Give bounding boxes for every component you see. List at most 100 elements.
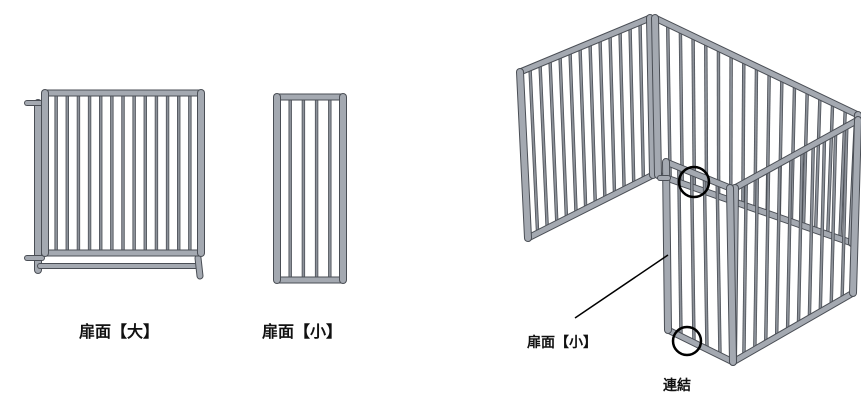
assembly-small-door-panel-top-rail-edge bbox=[662, 158, 734, 192]
assembly-small-door-panel-bar bbox=[677, 167, 682, 337]
assembly-front-right-panel-bar-edge bbox=[774, 163, 782, 337]
assembly-front-right-panel-bar bbox=[830, 132, 837, 306]
assembly-front-right-panel-bar-edge bbox=[764, 169, 771, 344]
assembly-back-right-panel-left-post bbox=[652, 15, 661, 178]
pen-assembly-illustration bbox=[516, 14, 861, 366]
assembly-back-right-panel-bar-edge bbox=[691, 36, 697, 188]
assembly-back-right-panel-bar-edge bbox=[741, 60, 746, 205]
assembly-front-right-panel-left-post bbox=[730, 185, 738, 365]
assembly-back-left-panel-bar bbox=[609, 34, 616, 195]
assembly-back-right-panel-bottom-rail bbox=[655, 172, 855, 246]
assembly-back-right-panel-bar-edge bbox=[704, 42, 709, 193]
assembly-back-left-panel-bar-edge bbox=[598, 38, 607, 200]
small-door-leader-line bbox=[574, 254, 669, 319]
assembly-front-right-panel-bar-edge bbox=[742, 181, 748, 356]
connection-label: 連結 bbox=[663, 378, 691, 394]
assembly-small-door-panel-bar-edge bbox=[702, 177, 709, 350]
assembly-small-door-panel-bottom-rail-edge bbox=[664, 326, 737, 366]
assembly-back-right-panel-top-rail-edge bbox=[651, 14, 861, 119]
assembly-back-right-panel-bar-edge bbox=[777, 78, 784, 218]
assembly-front-right-panel-bar bbox=[841, 126, 848, 300]
assembly-back-left-panel-bar-edge bbox=[548, 59, 559, 224]
assembly-front-right-panel-bar-edge bbox=[829, 132, 838, 306]
assembly-front-right-panel-top-rail-edge bbox=[731, 116, 861, 192]
assembly-front-right-panel-left-post-edge bbox=[729, 184, 739, 366]
assembly-back-right-panel-top-rail bbox=[652, 15, 861, 118]
assembly-back-left-panel-bar-edge bbox=[538, 63, 549, 229]
assembly-back-right-panel-bar bbox=[666, 24, 672, 180]
assembly-front-right-panel-bar-edge bbox=[807, 144, 815, 319]
assembly-back-left-panel-bar-edge bbox=[608, 34, 617, 195]
assembly-back-right-panel-bar bbox=[766, 72, 771, 214]
assembly-front-right-panel-bottom-rail bbox=[730, 290, 856, 365]
assembly-back-right-panel-bar bbox=[838, 108, 847, 239]
assembly-back-right-panel-bar bbox=[679, 30, 684, 184]
assembly-small-door-panel-left-post bbox=[663, 159, 671, 333]
assembly-back-right-panel-bar-edge bbox=[789, 84, 797, 222]
assembly-back-right-panel-bar-edge bbox=[826, 102, 835, 235]
assembly-back-left-panel-bar bbox=[639, 22, 645, 180]
assembly-back-left-panel-bottom-rail bbox=[525, 172, 656, 241]
assembly-back-right-panel-left-post-edge bbox=[651, 14, 662, 179]
assembly-back-left-panel-left-post-edge bbox=[516, 68, 532, 242]
assembly-back-right-panel-bar bbox=[814, 96, 821, 231]
small-door-illustration bbox=[273, 93, 347, 284]
assembly-small-door-panel-bar bbox=[716, 182, 721, 356]
large-door-foot-edge bbox=[194, 254, 204, 280]
assembly-small-door-panel-bar-edge bbox=[677, 167, 683, 337]
assembly-front-right-panel-top-rail bbox=[732, 117, 861, 191]
assembly-small-door-panel-bar-edge bbox=[689, 172, 696, 343]
assembly-front-right-panel-bar-edge bbox=[796, 150, 804, 325]
assembly-back-right-panel-bar bbox=[704, 42, 708, 193]
assembly-small-door-label: 扉面【小】 bbox=[527, 335, 597, 351]
assembly-back-left-panel-bar bbox=[569, 51, 577, 214]
assembly-front-right-panel-bar bbox=[786, 157, 792, 331]
assembly-back-right-panel-bar bbox=[741, 60, 745, 205]
assembly-small-door-panel-bar bbox=[703, 177, 708, 350]
assembly-front-right-panel-bar bbox=[743, 181, 748, 356]
assembly-back-right-panel-bar-edge bbox=[765, 72, 771, 214]
assembly-back-left-panel-top-rail bbox=[517, 15, 653, 75]
assembly-back-right-panel-bottom-rail-edge bbox=[654, 171, 856, 247]
assembly-front-right-panel-bar bbox=[764, 169, 770, 344]
assembly-back-left-panel-bar-edge bbox=[618, 30, 626, 190]
assembly-back-right-panel-bar bbox=[802, 90, 809, 227]
assembly-back-left-panel-bar-edge bbox=[638, 22, 646, 180]
assembly-back-left-panel-bar bbox=[549, 59, 558, 224]
assembly-small-door-panel-right-post bbox=[727, 185, 736, 365]
assembly-back-left-panel-top-rail-edge bbox=[516, 14, 654, 76]
assembly-back-left-panel-bar-edge bbox=[568, 51, 578, 214]
connection-marker-bottom bbox=[671, 325, 703, 357]
assembly-small-door-panel-right-post-edge bbox=[726, 184, 737, 366]
assembly-back-left-panel-bar-edge bbox=[628, 26, 636, 185]
assembly-back-left-panel-bottom-rail-edge bbox=[524, 171, 657, 242]
large-door-foot bbox=[195, 255, 203, 279]
assembly-back-left-panel-bar-edge bbox=[578, 47, 588, 209]
assembly-back-right-panel-bar-edge bbox=[753, 66, 759, 210]
assembly-small-door-panel-bar bbox=[690, 172, 695, 343]
assembly-front-right-panel-bar-edge bbox=[753, 175, 760, 350]
assembly-back-right-panel-bar-edge bbox=[813, 96, 822, 231]
large-door-label: 扉面【大】 bbox=[79, 322, 160, 341]
assembly-back-left-panel-bar-edge bbox=[528, 67, 540, 234]
assembly-small-door-panel-left-post-edge bbox=[662, 158, 672, 334]
assembly-front-right-panel-bar-edge bbox=[785, 157, 793, 331]
assembly-front-right-panel-bar bbox=[753, 175, 759, 350]
assembly-front-right-panel-right-post bbox=[850, 117, 861, 296]
assembly-back-right-panel-bar-edge bbox=[801, 90, 809, 227]
assembly-back-left-panel-bar bbox=[579, 47, 587, 209]
assembly-back-left-panel-bar bbox=[539, 63, 549, 229]
assembly-back-right-panel-bar-edge bbox=[678, 30, 684, 184]
small-door-label: 扉面【小】 bbox=[262, 322, 343, 341]
assembly-back-right-panel-right-post bbox=[849, 112, 861, 246]
assembly-small-door-panel-top-rail bbox=[663, 159, 733, 191]
assembly-back-left-panel-bar bbox=[589, 42, 597, 205]
assembly-back-left-panel-bar bbox=[559, 55, 568, 219]
assembly-back-right-panel-bar bbox=[754, 66, 758, 210]
assembly-back-right-panel-bar bbox=[826, 102, 834, 235]
assembly-front-right-panel-bar bbox=[819, 138, 826, 312]
large-door-illustration bbox=[24, 89, 205, 280]
assembly-back-left-panel-right-post bbox=[647, 15, 656, 178]
assembly-front-right-panel-bar-edge bbox=[818, 138, 827, 312]
assembly-back-right-panel-bar-edge bbox=[665, 24, 672, 180]
